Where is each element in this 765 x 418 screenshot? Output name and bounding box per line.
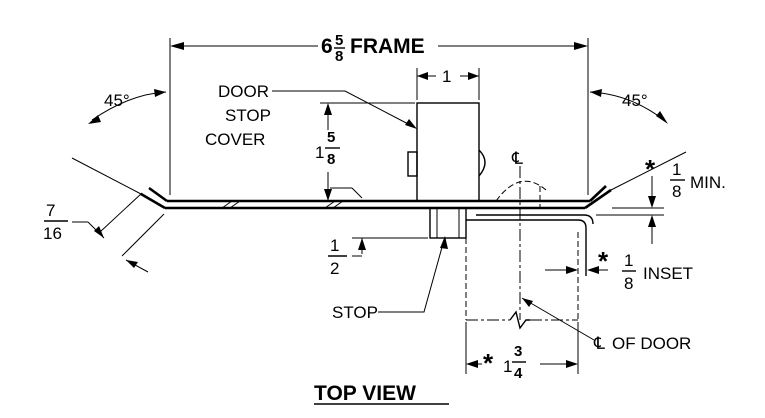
stop-label-text: STOP xyxy=(332,303,378,322)
door-offset-whole: 1 xyxy=(503,357,512,376)
label-door: DOOR xyxy=(218,82,269,101)
door-stop-cover-label: DOOR STOP COVER xyxy=(205,82,417,149)
page-title: TOP VIEW xyxy=(314,382,416,405)
frame-dim-label: FRAME xyxy=(350,35,425,58)
title-block: TOP VIEW xyxy=(314,382,449,405)
door-offset-star: * xyxy=(483,348,494,378)
frame-hatching xyxy=(221,200,344,209)
cover-depth-dimension: 1 5 8 xyxy=(315,102,415,201)
stop-profile xyxy=(429,207,467,239)
edge-offset-den: 16 xyxy=(43,224,62,243)
cover-depth-num: 5 xyxy=(327,129,335,146)
right-angle-text: 45° xyxy=(622,91,648,110)
door-offset-num: 3 xyxy=(514,343,522,360)
frame-dim-den: 8 xyxy=(335,48,343,65)
frame-dim-num: 5 xyxy=(335,32,343,49)
edge-offset-num: 7 xyxy=(46,201,55,220)
centerlines xyxy=(495,166,547,320)
door-offset-dimension: * 1 3 4 xyxy=(465,322,579,382)
left-angle-dimension: 45° xyxy=(71,89,167,195)
door-cl-symbol: ℄ xyxy=(593,334,605,353)
stop-label: STOP xyxy=(332,236,448,322)
right-angle-dimension: 45° xyxy=(589,89,687,191)
door-offset-den: 4 xyxy=(514,365,523,382)
left-angle-text: 45° xyxy=(104,91,130,110)
cover-depth-den: 8 xyxy=(327,151,335,168)
stop-depth-num: 1 xyxy=(330,236,339,255)
frame-profile xyxy=(140,185,612,210)
inset-label: INSET xyxy=(643,264,693,283)
min-clearance-den: 8 xyxy=(672,182,681,201)
label-cover: COVER xyxy=(205,130,265,149)
centerline-of-door-label: ℄ OF DOOR xyxy=(521,297,691,353)
min-clearance-dimension: * 1 8 MIN. xyxy=(596,154,726,244)
inset-dimension: * 1 8 INSET xyxy=(545,246,693,293)
door-cl-text: OF DOOR xyxy=(612,334,691,353)
edge-offset-dimension: 7 16 xyxy=(43,192,165,273)
centerline-symbol: ℄ xyxy=(511,149,523,168)
door-stop-cover xyxy=(407,102,486,202)
stop-depth-den: 2 xyxy=(330,259,339,278)
cover-depth-whole: 1 xyxy=(315,143,324,162)
min-clearance-star: * xyxy=(645,154,656,184)
inset-star: * xyxy=(598,246,609,276)
label-stop: STOP xyxy=(225,106,271,125)
min-clearance-label: MIN. xyxy=(690,173,726,192)
cover-width-dimension: 1 xyxy=(416,67,480,100)
frame-dim-whole: 6 xyxy=(321,35,333,58)
frame-dimension: 6 5 8 FRAME xyxy=(169,32,589,195)
min-clearance-num: 1 xyxy=(672,160,681,179)
inset-den: 8 xyxy=(624,274,633,293)
cover-width-text: 1 xyxy=(442,67,451,86)
door-outline xyxy=(465,232,579,330)
inset-num: 1 xyxy=(624,251,633,270)
door-jamb-return xyxy=(466,214,594,276)
stop-depth-dimension: 1 2 xyxy=(328,236,428,278)
